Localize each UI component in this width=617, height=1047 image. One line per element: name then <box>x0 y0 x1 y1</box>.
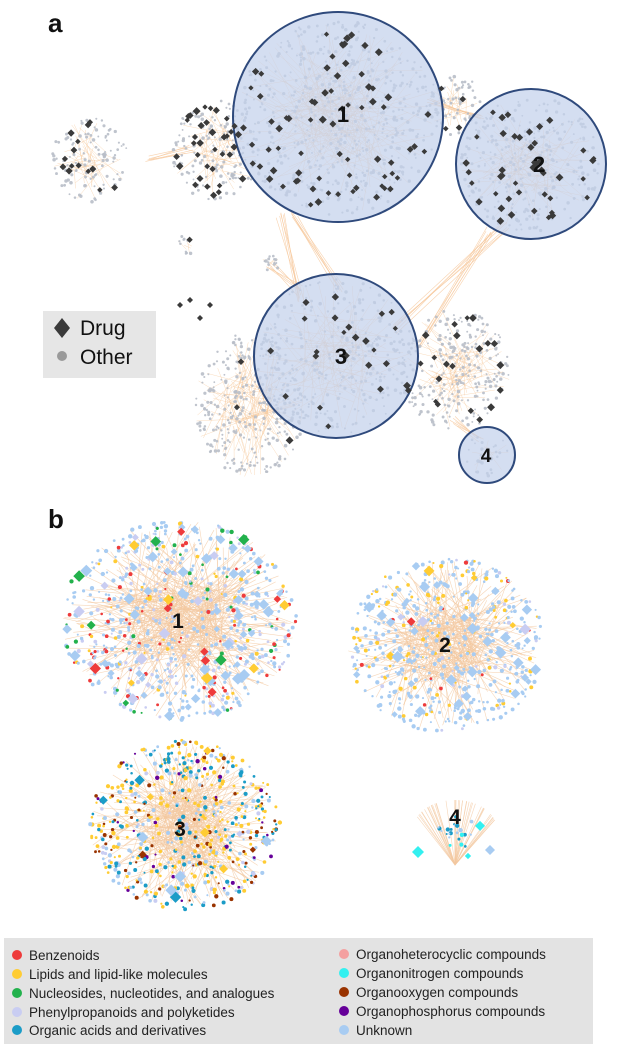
panel-b: b 1 2 3 4 Benzenoids Lipids and lipid-li… <box>4 504 593 1044</box>
panel-b-letter: b <box>48 504 64 534</box>
cluster-2-highlight <box>455 88 607 240</box>
panel-b-legend-box <box>4 938 593 1044</box>
legend-swatch-lipids <box>12 969 22 979</box>
panel-a-cluster-1-label: 1 <box>337 102 349 127</box>
legend-swatch-organophosphorus <box>339 1006 349 1016</box>
legend-organonitrogen: Organonitrogen compounds <box>356 966 524 981</box>
legend-lipids: Lipids and lipid-like molecules <box>29 967 208 982</box>
cluster-3-highlight <box>253 273 419 439</box>
panel-b-cluster-2-label: 2 <box>439 634 451 657</box>
legend-phenylpropanoids: Phenylpropanoids and polyketides <box>29 1005 235 1020</box>
cluster-1-highlight <box>232 11 444 223</box>
panel-a-cluster-circles <box>232 11 607 484</box>
legend-organoheterocyclic: Organoheterocyclic compounds <box>356 947 546 962</box>
panel-b-cluster-1-label: 1 <box>172 610 184 633</box>
legend-swatch-organic-acids <box>12 1025 22 1035</box>
legend-swatch-phenylpropanoids <box>12 1007 22 1017</box>
panel-a-cluster-4-label: 4 <box>481 446 492 467</box>
panel-b-cluster-4-label: 4 <box>449 806 461 829</box>
other-circle-icon <box>57 351 67 361</box>
panel-a-legend: Drug Other <box>43 311 156 378</box>
panel-a-cluster-3-label: 3 <box>335 344 347 369</box>
panel-a-drug-nodes <box>59 31 597 445</box>
panel-b-nodes <box>62 520 542 912</box>
cluster-4-highlight <box>458 426 516 484</box>
legend-swatch-unknown <box>339 1025 349 1035</box>
legend-unknown: Unknown <box>356 1023 412 1038</box>
legend-organic-acids: Organic acids and derivatives <box>29 1023 206 1038</box>
legend-swatch-benzenoids <box>12 950 22 960</box>
legend-other-label: Other <box>80 346 133 369</box>
legend-column-right: Organoheterocyclic compounds Organonitro… <box>339 947 546 1038</box>
panel-b-cluster-3-label: 3 <box>174 818 186 841</box>
legend-organooxygen: Organooxygen compounds <box>356 985 518 1000</box>
legend-swatch-nucleosides <box>12 988 22 998</box>
drug-diamond-icon <box>54 318 70 338</box>
panel-a-cluster-2-label: 2 <box>533 152 545 177</box>
panel-a-letter: a <box>48 8 63 38</box>
legend-drug-label: Drug <box>80 317 126 340</box>
panel-a: a 1 2 3 4 Drug Other <box>43 8 607 484</box>
legend-swatch-organoheterocyclic <box>339 949 349 959</box>
legend-organophosphorus: Organophosphorus compounds <box>356 1004 545 1019</box>
legend-swatch-organooxygen <box>339 987 349 997</box>
legend-nucleosides: Nucleosides, nucleotides, and analogues <box>29 986 275 1001</box>
legend-swatch-organonitrogen <box>339 968 349 978</box>
panel-b-legend: Benzenoids Lipids and lipid-like molecul… <box>4 938 593 1044</box>
legend-column-left: Benzenoids Lipids and lipid-like molecul… <box>12 948 275 1038</box>
legend-benzenoids: Benzenoids <box>29 948 100 963</box>
